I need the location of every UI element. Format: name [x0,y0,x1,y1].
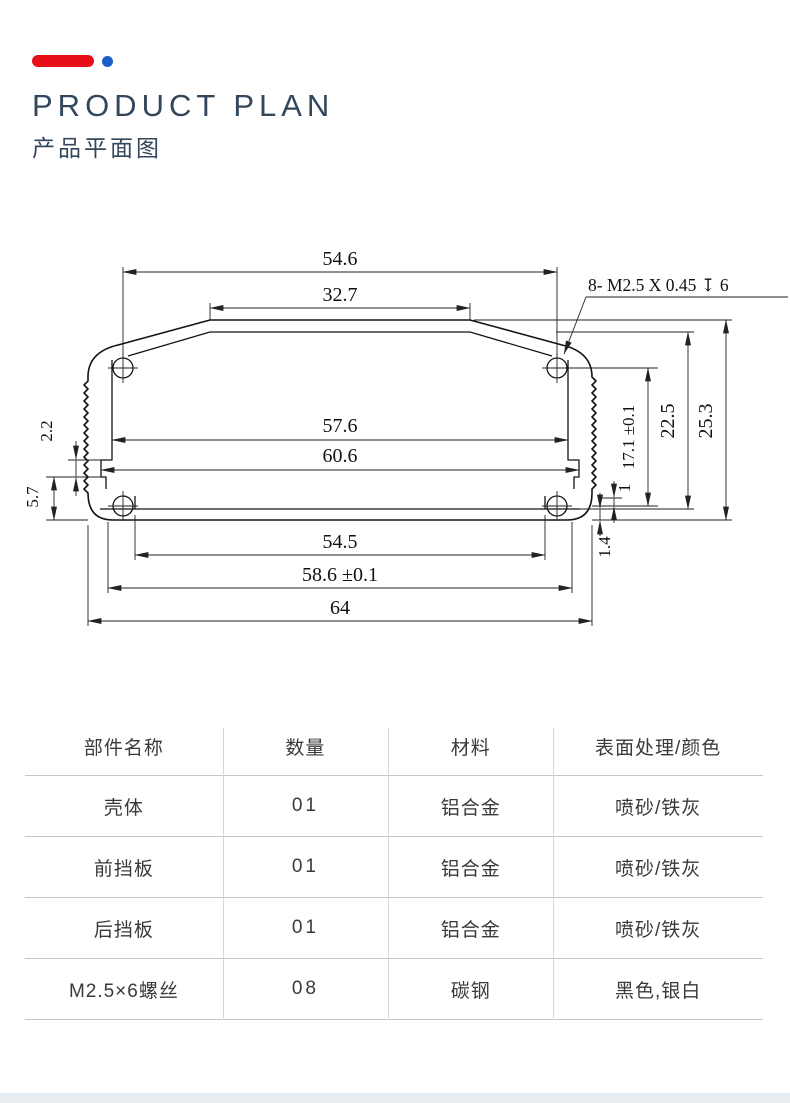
svg-text:57.6: 57.6 [323,415,358,437]
table-row: 壳体 01 铝合金 喷砂/铁灰 [25,776,763,837]
table-row: 前挡板 01 铝合金 喷砂/铁灰 [25,837,763,898]
svg-text:17.1 ±0.1: 17.1 ±0.1 [619,405,638,470]
svg-text:32.7: 32.7 [323,284,358,306]
svg-text:54.6: 54.6 [323,248,358,270]
dim-left-slot: 2.2 [37,420,79,496]
page-title: PRODUCT PLAN [32,88,335,123]
svg-text:2.2: 2.2 [37,420,56,441]
enclosure-outer-profile [83,319,597,521]
parts-table: 部件名称 数量 材料 表面处理/颜色 壳体 01 铝合金 喷砂/铁灰 前挡板 0… [25,718,763,1020]
cell-part-name: 前挡板 [93,858,154,880]
col-header-finish-color: 表面处理/颜色 [595,738,722,759]
cell-part-name: 后挡板 [93,919,154,941]
dim-bottom-lip-width: 54.5 [134,531,546,558]
accent-marks [32,54,334,68]
dim-inner-height: 22.5 [657,331,691,510]
col-header-quantity: 数量 [285,738,326,759]
table-row: 后挡板 01 铝合金 喷砂/铁灰 [25,898,763,959]
cell-quantity: 01 [291,917,319,938]
profile-drawing: 54.6 32.7 57.6 60.6 54.5 58.6 ±0.1 64 2.… [23,248,788,626]
cell-finish: 喷砂/铁灰 [615,858,702,880]
red-bar-icon [32,55,94,67]
col-header-material: 材料 [450,738,491,759]
dim-left-lower: 5.7 [23,476,57,521]
dim-bottom-width-tol: 58.6 ±0.1 [107,564,573,591]
blue-dot-icon [102,55,113,67]
next-section-strip [0,1093,790,1103]
dim-inner-width-lower: 60.6 [100,445,580,473]
svg-text:5.7: 5.7 [23,486,42,508]
cell-material: 铝合金 [440,797,501,819]
dim-bottom-thickness: 1.4 [595,493,614,558]
page-header: PRODUCT PLAN 产品平面图 [32,54,334,163]
dim-top-width: 54.6 [122,248,558,275]
cell-quantity: 01 [291,856,319,877]
table-column-separator [553,728,554,1020]
svg-text:58.6 ±0.1: 58.6 ±0.1 [302,564,378,586]
cell-finish: 黑色,银白 [615,980,702,1002]
svg-text:8- M2.5 X 0.45 ↧ 6: 8- M2.5 X 0.45 ↧ 6 [588,275,729,295]
dim-overall-width: 64 [87,597,593,624]
screw-callout: 8- M2.5 X 0.45 ↧ 6 [563,275,788,355]
cell-finish: 喷砂/铁灰 [615,797,702,819]
screw-bosses [108,353,572,521]
svg-text:64: 64 [330,597,350,619]
table-row: M2.5×6螺丝 08 碳钢 黑色,银白 [25,959,763,1020]
dim-overall-height: 25.3 [695,319,729,521]
table-column-separator [388,728,389,1020]
svg-text:60.6: 60.6 [323,445,358,467]
svg-text:25.3: 25.3 [695,404,717,439]
svg-text:1: 1 [615,484,634,493]
cell-material: 碳钢 [450,980,491,1002]
col-header-part-name: 部件名称 [83,738,164,759]
cell-material: 铝合金 [440,858,501,880]
svg-text:22.5: 22.5 [657,404,679,439]
svg-text:1.4: 1.4 [595,536,614,558]
dim-lip-offset: 1 [611,481,634,523]
table-column-separator [223,728,224,1020]
cell-quantity: 01 [291,795,319,816]
page-subtitle: 产品平面图 [32,134,162,161]
dim-inner-width-upper: 57.6 [111,415,569,443]
cell-part-name: 壳体 [103,797,144,819]
dim-top-flat: 32.7 [209,284,471,311]
cell-quantity: 08 [291,978,319,999]
cell-material: 铝合金 [440,919,501,941]
dim-boss-spacing: 17.1 ±0.1 [619,367,651,507]
cell-part-name: M2.5×6螺丝 [68,980,179,1002]
svg-text:54.5: 54.5 [323,531,358,553]
table-header-row: 部件名称 数量 材料 表面处理/颜色 [25,718,763,776]
cell-finish: 喷砂/铁灰 [615,919,702,941]
